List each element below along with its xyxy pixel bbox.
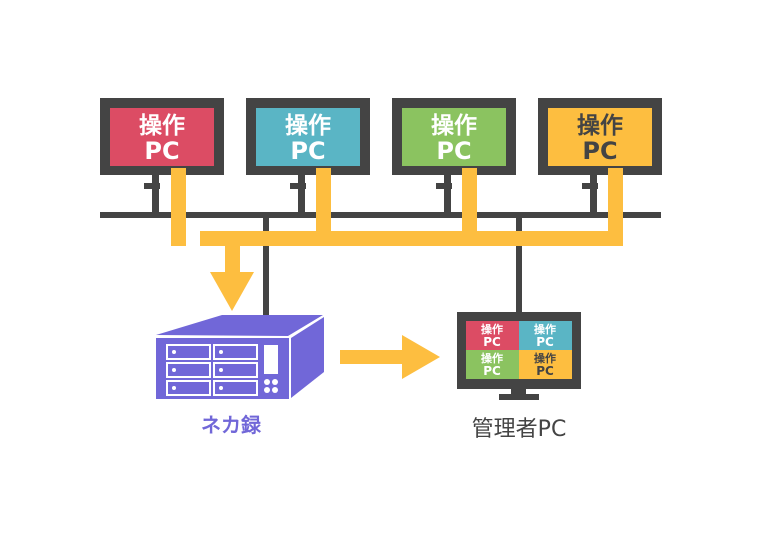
monitor-label-line1: 操作	[139, 113, 185, 139]
drive-led	[172, 368, 176, 372]
monitor-label-line2: PC	[290, 137, 325, 165]
recorder-top	[156, 315, 323, 336]
drive-led	[219, 368, 223, 372]
flow-line-pc1	[171, 168, 186, 246]
tile-background	[519, 350, 572, 379]
tile-label-line1: 操作	[534, 351, 556, 365]
tile-label-line2: PC	[536, 364, 554, 378]
recorder-display	[264, 345, 278, 374]
tile-background	[466, 350, 519, 379]
admin-pc-label: 管理者PC	[472, 417, 567, 442]
monitor-stand-foot	[582, 183, 598, 189]
flow-trunk	[200, 231, 623, 246]
tile-label-line2: PC	[483, 335, 501, 349]
monitor-screen	[110, 108, 214, 166]
drive-bay	[213, 380, 258, 396]
tile-background	[466, 321, 519, 350]
monitor-label-line1: 操作	[577, 113, 623, 139]
bus-drop-recorder	[263, 212, 269, 317]
recorder-button	[272, 387, 278, 393]
recorder-side	[291, 317, 324, 398]
flow-right-shaft	[340, 350, 410, 364]
monitor-stand	[444, 175, 451, 215]
bus-drop-admin	[516, 212, 522, 316]
flow-down-shaft	[225, 231, 240, 273]
monitor-stand	[152, 175, 159, 215]
drive-led	[172, 386, 176, 390]
monitor-label-line1: 操作	[285, 113, 331, 139]
flow-line-pc3	[462, 168, 477, 246]
monitor-label-line1: 操作	[431, 113, 477, 139]
monitor-screen	[402, 108, 506, 166]
tile-label-line2: PC	[483, 364, 501, 378]
drive-led	[219, 350, 223, 354]
drive-bay	[213, 344, 258, 360]
tile-label-line2: PC	[536, 335, 554, 349]
recorder-button	[264, 379, 270, 385]
flow-line-pc4	[608, 168, 623, 246]
monitor-stand-foot	[436, 183, 452, 189]
drive-bay	[166, 362, 211, 378]
monitor-stand-foot	[144, 183, 160, 189]
monitor-label-line2: PC	[436, 137, 471, 165]
tile-background	[519, 321, 572, 350]
drive-led	[172, 350, 176, 354]
monitor-label-line2: PC	[144, 137, 179, 165]
admin-monitor-base	[499, 394, 539, 400]
tile-label-line1: 操作	[481, 351, 503, 365]
flow-down-arrowhead	[210, 272, 254, 311]
drive-led	[219, 386, 223, 390]
monitor-label-line2: PC	[582, 137, 617, 165]
monitor-stand-foot	[290, 183, 306, 189]
recorder-device	[156, 315, 324, 399]
recorder-label: ネカ録	[201, 413, 262, 437]
monitor-screen	[256, 108, 360, 166]
drive-bay	[166, 380, 211, 396]
tile-label-line1: 操作	[534, 322, 556, 336]
flow-line-pc2	[316, 168, 331, 246]
flow-right-arrowhead	[402, 335, 440, 379]
monitor-stand	[298, 175, 305, 215]
network-bus	[100, 212, 661, 218]
monitor-stand	[590, 175, 597, 215]
recorder-button	[272, 379, 278, 385]
capture-flow	[171, 168, 623, 379]
admin-monitor-neck	[511, 389, 526, 395]
drive-bay	[166, 344, 211, 360]
monitor-screen	[548, 108, 652, 166]
drive-bay	[213, 362, 258, 378]
tile-label-line1: 操作	[481, 322, 503, 336]
recorder-button	[264, 387, 270, 393]
